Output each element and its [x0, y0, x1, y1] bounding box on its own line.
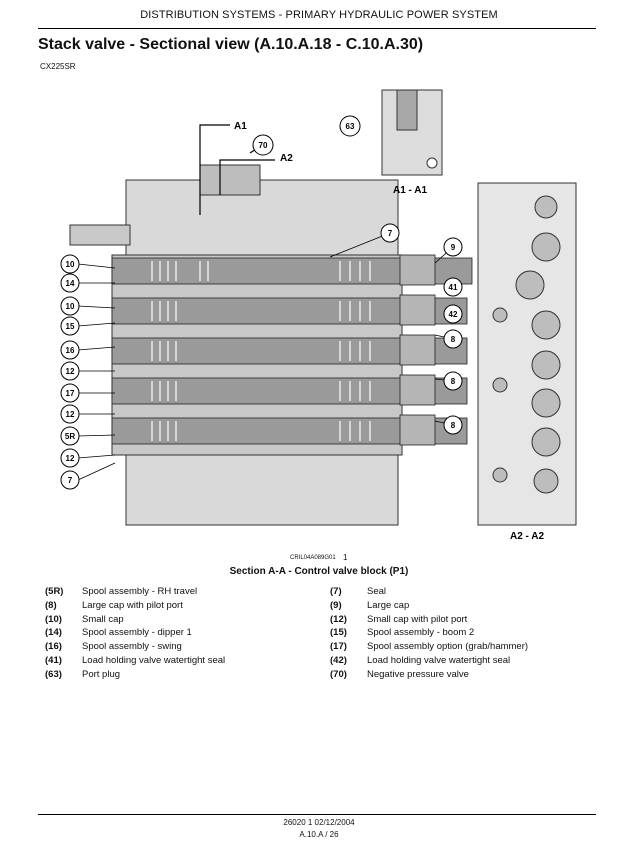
- view-label-a1-a1: A1 - A1: [393, 185, 428, 196]
- legend-code: (12): [330, 613, 347, 625]
- legend-code: (15): [330, 627, 347, 639]
- callout-right-2: 41: [449, 283, 458, 292]
- callout-left-1: 10: [66, 260, 75, 269]
- legend-desc: Load holding valve watertight seal: [367, 654, 511, 666]
- leader-lines: [77, 232, 454, 481]
- callout-circles: [60, 115, 463, 490]
- valve-block-figure: 10 14 10 15 16 12 17 12 5R 12 7 9 41 42 …: [60, 89, 577, 542]
- callout-right-6: 8: [451, 421, 456, 430]
- running-header: DISTRIBUTION SYSTEMS - PRIMARY HYDRAULIC…: [140, 9, 498, 21]
- a2-a2-view: [477, 182, 577, 526]
- legend-desc: Load holding valve watertight seal: [82, 654, 226, 666]
- callout-left-11: 7: [68, 476, 73, 485]
- legend-row: (16) Spool assembly - swing (17) Spool a…: [45, 641, 590, 655]
- legend-desc: Seal: [367, 586, 387, 597]
- callout-left-5: 16: [66, 346, 75, 355]
- legend-row: (41) Load holding valve watertight seal …: [45, 655, 590, 669]
- parts-legend: (5R) Spool assembly - RH travel (7) Seal…: [45, 586, 590, 683]
- footer-page-ref: A.10.A / 26: [299, 830, 339, 839]
- legend-code: (14): [45, 627, 62, 639]
- view-label-a2-a2: A2 - A2: [510, 531, 545, 542]
- legend-desc: Negative pressure valve: [367, 668, 469, 680]
- model-label: CX225SR: [40, 62, 76, 71]
- legend-row: (8) Large cap with pilot port (9) Large …: [45, 600, 590, 614]
- legend-desc: Port plug: [82, 668, 121, 680]
- callout-right-1: 9: [451, 243, 456, 252]
- callout-left-6: 12: [66, 367, 75, 376]
- callout-left-2: 14: [66, 279, 75, 288]
- callout-right-5: 8: [451, 377, 456, 386]
- legend-code: (41): [45, 654, 62, 666]
- legend-desc: Large cap: [367, 599, 410, 611]
- legend-desc: Small cap with pilot port: [367, 613, 468, 625]
- footer-date: 26020 1 02/12/2004: [283, 818, 355, 827]
- legend-code: (7): [330, 586, 342, 597]
- legend-row: (63) Port plug (70) Negative pressure va…: [45, 669, 590, 683]
- legend-row: (5R) Spool assembly - RH travel (7) Seal: [45, 586, 590, 600]
- legend-row: (10) Small cap (12) Small cap with pilot…: [45, 614, 590, 628]
- footer-rule: [38, 814, 596, 815]
- legend-desc: Spool assembly - RH travel: [82, 586, 198, 597]
- callout-right-4: 8: [451, 335, 456, 344]
- figure-number: 1: [343, 553, 348, 562]
- callout-top-2: 63: [346, 122, 355, 131]
- view-label-a1: A1: [234, 121, 247, 132]
- callout-left-3: 10: [66, 302, 75, 311]
- callout-left-10: 12: [66, 454, 75, 463]
- end-caps: [399, 254, 436, 446]
- legend-code: (5R): [45, 586, 64, 597]
- figure-code: CRIL04A089G01: [290, 555, 336, 561]
- legend-desc: Large cap with pilot port: [82, 599, 183, 611]
- callout-right-3: 42: [449, 310, 458, 319]
- page-title: Stack valve - Sectional view (A.10.A.18 …: [38, 36, 424, 53]
- legend-code: (17): [330, 641, 347, 653]
- header-rule: [38, 28, 596, 29]
- callout-top-3: 7: [388, 229, 393, 238]
- view-label-a2: A2: [280, 153, 293, 164]
- legend-code: (42): [330, 654, 347, 666]
- callout-left-4: 15: [66, 322, 75, 331]
- legend-desc: Small cap: [82, 613, 124, 625]
- legend-desc: Spool assembly option (grab/hammer): [367, 641, 529, 653]
- legend-desc: Spool assembly - swing: [82, 641, 182, 653]
- legend-desc: Spool assembly - dipper 1: [82, 627, 192, 639]
- callout-top-1: 70: [259, 141, 268, 150]
- legend-code: (8): [45, 599, 57, 611]
- figure-caption: Section A-A - Control valve block (P1): [229, 566, 409, 577]
- callout-left-9: 5R: [65, 432, 75, 441]
- legend-desc: Spool assembly - boom 2: [367, 627, 475, 639]
- legend-row: (14) Spool assembly - dipper 1 (15) Spoo…: [45, 627, 590, 641]
- callout-left-7: 17: [66, 389, 75, 398]
- callout-left-8: 12: [66, 410, 75, 419]
- legend-code: (70): [330, 668, 347, 680]
- legend-code: (10): [45, 613, 62, 625]
- a1-a1-view: [381, 89, 443, 176]
- legend-code: (63): [45, 668, 62, 680]
- legend-code: (16): [45, 641, 62, 653]
- legend-code: (9): [330, 599, 342, 611]
